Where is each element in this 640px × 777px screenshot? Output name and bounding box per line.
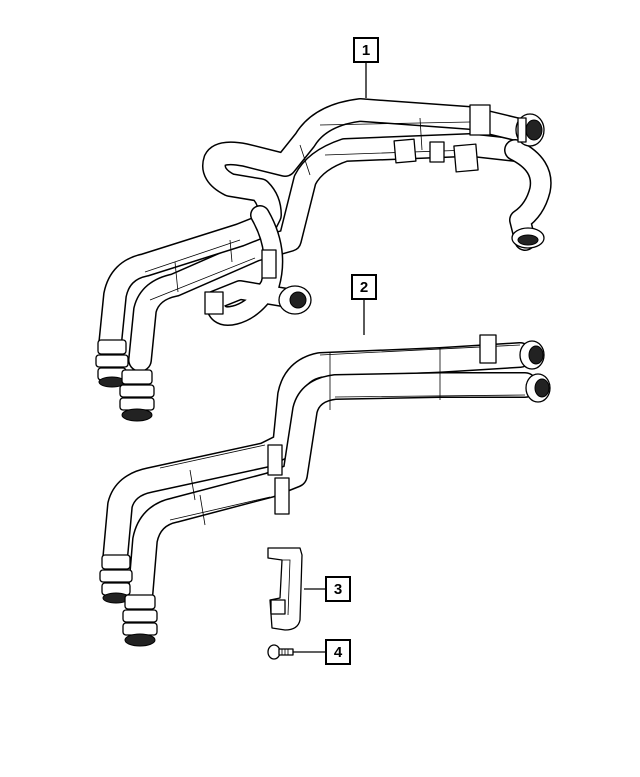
callout-2[interactable]: 2: [351, 274, 377, 300]
callout-label-4: 4: [334, 644, 343, 661]
callout-1[interactable]: 1: [353, 37, 379, 63]
bracket-part: [267, 547, 303, 631]
callout-label-1: 1: [362, 42, 370, 59]
connector-right-drop: [511, 227, 545, 249]
hose-assembly-1: [95, 98, 552, 422]
connector-left-upper: [95, 339, 129, 388]
connector-center: [204, 249, 312, 315]
callout-4[interactable]: 4: [325, 639, 351, 665]
connector-right-lower-2: [525, 373, 551, 403]
connector-top-right: [515, 113, 545, 147]
connector-right-upper-2: [519, 340, 545, 370]
callout-label-3: 3: [334, 581, 342, 598]
callout-label-2: 2: [360, 279, 368, 296]
connector-left-lower: [119, 369, 155, 422]
bolt-part: [267, 644, 294, 660]
connector-left-lower-2: [122, 594, 158, 647]
hose-assembly-2: [99, 334, 551, 647]
connector-left-upper-2: [99, 554, 133, 604]
callout-3[interactable]: 3: [325, 576, 351, 602]
